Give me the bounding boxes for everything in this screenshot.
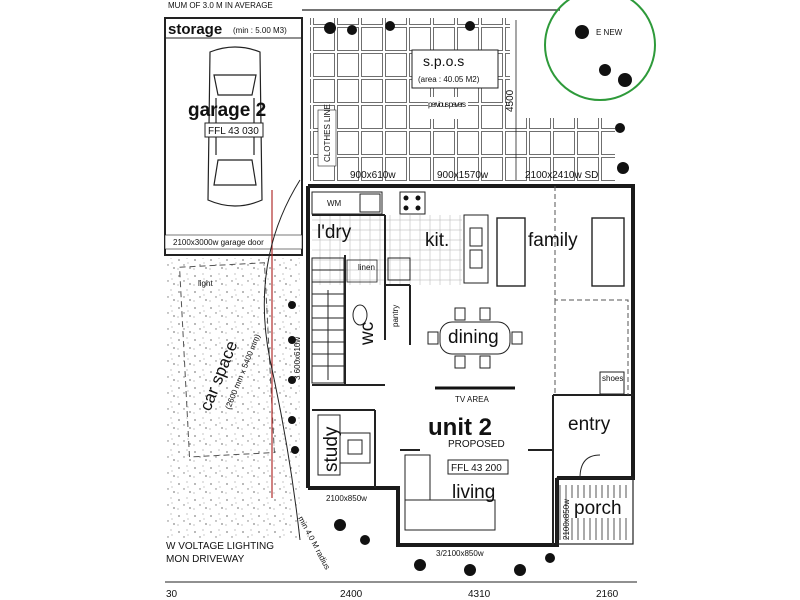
radius-note: min 4.0 M radius — [296, 515, 332, 571]
kitchen-label: kit. — [425, 230, 449, 251]
study-label: study — [321, 426, 342, 472]
spos-area: (area : 40.05 M2) — [418, 75, 480, 84]
dimension-4500: 4500 — [505, 89, 516, 112]
shoes-label: shoes — [602, 374, 623, 383]
bottom-dim-4: 2160 — [596, 589, 619, 600]
shrub-icon — [288, 301, 555, 576]
tv-area-label: TV AREA — [455, 395, 489, 404]
window-900x610: 900x610w — [350, 170, 396, 181]
living-label: living — [452, 482, 495, 503]
dining-label: dining — [448, 327, 499, 348]
unit-name: unit 2 — [428, 414, 492, 441]
clothes-line-label: CLOTHES LINE — [323, 104, 332, 162]
wc-label: wc — [357, 322, 378, 346]
spos-label: s.p.o.s — [423, 53, 464, 69]
tree-icon — [324, 0, 656, 174]
driveway-note: MON DRIVEWAY — [166, 554, 245, 565]
garage-door-label: 2100x3000w garage door — [173, 238, 264, 247]
window-porch: 2100x850w — [562, 499, 571, 540]
living-sofa — [404, 454, 496, 531]
pervious-pavers-label: pervious pavers — [428, 100, 466, 109]
storage-note: (min : 5.00 M3) — [233, 26, 287, 35]
car-icon — [207, 46, 263, 207]
entry-label: entry — [568, 414, 611, 435]
window-900x1570: 900x1570w — [437, 170, 489, 181]
laundry-label: l'dry — [317, 222, 352, 243]
lighting-note: W VOLTAGE LIGHTING — [166, 541, 274, 552]
storage-label: storage — [168, 21, 222, 38]
unit-status: PROPOSED — [448, 439, 505, 450]
bottom-dim-1: 30 — [166, 589, 178, 600]
linen-label: linen — [358, 263, 375, 272]
wm-label: WM — [327, 199, 342, 208]
kitchen-tiles — [312, 215, 462, 285]
stairs — [311, 257, 345, 384]
pavers-area — [310, 18, 510, 183]
plant-new-label: E NEW — [596, 28, 623, 37]
bottom-dim-3: 4310 — [468, 589, 491, 600]
sliding-door-label: 2100x2410w SD — [525, 170, 598, 181]
family-label: family — [528, 230, 578, 251]
dining-table — [427, 307, 523, 369]
porch-label: porch — [574, 498, 622, 519]
window-2100x850w-left: 2100x850w — [326, 494, 367, 503]
bottom-dim-2: 2400 — [340, 589, 363, 600]
garage-label: garage 2 — [188, 100, 266, 121]
unit-ffl: FFL 43 200 — [451, 463, 502, 474]
garage-ffl: FFL 43 030 — [208, 126, 259, 137]
top-note: MUM OF 3.0 M IN AVERAGE — [168, 1, 273, 10]
garage-outline — [164, 17, 303, 256]
window-vertical: 3 600x610w — [293, 337, 302, 380]
light-label: light — [198, 279, 213, 288]
window-bottom: 3/2100x850w — [436, 549, 484, 558]
pantry-label: pantry — [391, 305, 400, 327]
